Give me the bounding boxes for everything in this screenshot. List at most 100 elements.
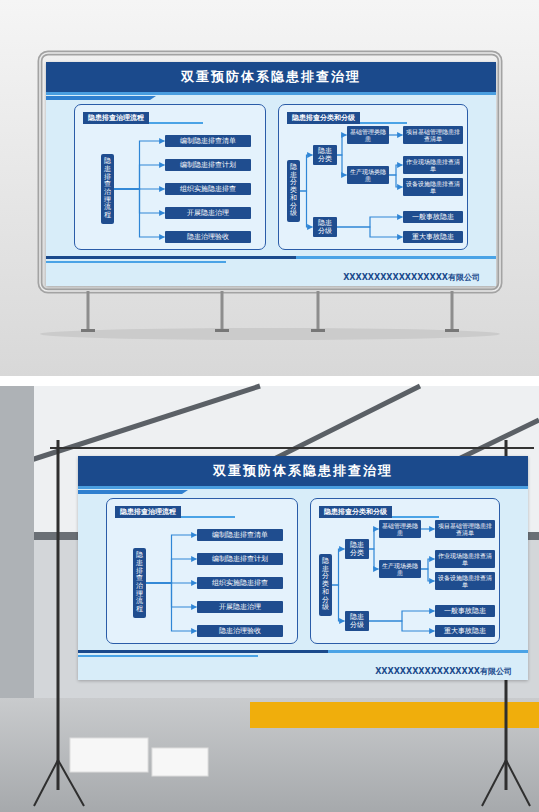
- process-box: 一般事故隐患: [403, 211, 463, 223]
- flow-panel: 隐患排查治理流程隐患排查治理流程编制隐患排查清单编制隐患排查计划组织实施隐患排查…: [106, 498, 298, 644]
- box-label: 隐患治理验收: [187, 233, 229, 241]
- box-label: 隐患分类: [318, 147, 332, 163]
- stand-frame-highlight: [40, 53, 500, 291]
- flow-arrow: [337, 135, 347, 155]
- box-label: 生产现场类隐患: [382, 562, 418, 576]
- process-box: 基础管理类隐患: [347, 126, 389, 144]
- flow-arrow: [389, 134, 403, 135]
- company-name: XXXXXXXXXXXXXXXXX有限公司: [375, 667, 512, 676]
- box-label: 设备设施隐患排查清单: [438, 574, 492, 588]
- flow-arrow: [332, 549, 345, 585]
- floor-shadow: [40, 328, 500, 340]
- box-label: 组织实施隐患排查: [212, 579, 268, 587]
- flow-arrow: [146, 583, 197, 631]
- process-box: 设备设施隐患排查清单: [403, 178, 463, 196]
- company-name: XXXXXXXXXXXXXXXXX有限公司: [343, 273, 480, 282]
- tripod-pole: [57, 440, 60, 790]
- stand-leg: [87, 291, 90, 330]
- flow-arrow: [114, 165, 165, 189]
- title-stripe: [46, 92, 496, 95]
- accent-bar: [78, 490, 188, 494]
- tripod-leg: [482, 760, 506, 806]
- box-label: 隐患分类: [350, 541, 364, 557]
- stand-foot: [445, 329, 459, 332]
- stand-leg: [451, 291, 454, 330]
- process-box: 开展隐患治理: [197, 601, 283, 613]
- flow-arrow: [146, 535, 197, 583]
- panel-heading: 隐患排查分类和分级: [287, 112, 360, 124]
- process-box: 编制隐患排查清单: [165, 135, 251, 147]
- process-box: 项目基础管理隐患排查清单: [435, 520, 495, 538]
- flow-arrow: [369, 549, 379, 569]
- flow-arrow: [300, 191, 313, 227]
- box-label: 项目基础管理隐患排查清单: [406, 128, 460, 142]
- process-box: 编制隐患排查计划: [197, 553, 283, 565]
- box-label: 重大事故隐患: [444, 627, 486, 635]
- box-label: 作业现场隐患排查清单: [406, 158, 460, 172]
- box-label: 一般事故隐患: [444, 607, 486, 615]
- stand-foot: [215, 329, 229, 332]
- flow-arrow: [389, 165, 403, 175]
- stand-leg: [317, 291, 320, 330]
- bottom-stripe: [78, 650, 328, 653]
- box-label: 项目基础管理隐患排查清单: [438, 522, 492, 536]
- process-box: 隐患分级: [345, 611, 369, 632]
- tripod-bar: [50, 447, 534, 449]
- flow-panel: 隐患排查治理流程隐患排查治理流程编制隐患排查清单编制隐患排查计划组织实施隐患排查…: [74, 104, 266, 250]
- box-label: 编制隐患排查计划: [212, 555, 268, 563]
- vertical-label: 隐患排查治理流程: [104, 158, 111, 220]
- tripod-leg: [506, 760, 530, 806]
- bottom-stripe: [46, 261, 226, 263]
- process-box: 生产现场类隐患: [379, 560, 421, 578]
- flow-arrow: [369, 621, 435, 631]
- banner-title: 双重预防体系隐患排查治理: [46, 62, 496, 85]
- vertical-label: 隐患分类和分级: [290, 164, 297, 218]
- box-label: 隐患分级: [350, 613, 364, 629]
- stand-foot: [81, 329, 95, 332]
- ottoman: [70, 738, 148, 772]
- footer-holder: XXXXXXXXXXXXXXXXX有限公司: [375, 659, 512, 678]
- bottom-stripe: [46, 256, 296, 259]
- process-box: 生产现场类隐患: [347, 166, 389, 184]
- process-box: 隐患分类: [313, 145, 337, 166]
- vertical-box: 隐患排查治理流程: [133, 548, 146, 618]
- box-label: 基础管理类隐患: [350, 128, 386, 142]
- title-band: [78, 456, 528, 486]
- tripod-leg: [58, 760, 84, 806]
- flow-arrow: [337, 155, 347, 175]
- process-box: 作业现场隐患排查清单: [403, 156, 463, 174]
- flow-arrow: [369, 529, 379, 549]
- ottoman: [152, 748, 208, 776]
- process-box: 组织实施隐患排查: [197, 577, 283, 589]
- process-box: 重大事故隐患: [435, 625, 495, 637]
- process-box: 一般事故隐患: [435, 605, 495, 617]
- process-box: 编制隐患排查计划: [165, 159, 251, 171]
- process-box: 作业现场隐患排查清单: [435, 550, 495, 568]
- bottom-stripe: [296, 256, 496, 259]
- flow-arrow: [421, 528, 435, 529]
- process-box: 隐患分类: [345, 539, 369, 560]
- flow-arrow: [421, 569, 435, 581]
- vertical-box: 隐患分类和分级: [319, 554, 332, 616]
- vertical-box: 隐患排查治理流程: [101, 154, 114, 224]
- process-box: 组织实施隐患排查: [165, 183, 251, 195]
- flow-arrow: [332, 585, 345, 621]
- box-label: 一般事故隐患: [412, 213, 454, 221]
- box-label: 隐患治理验收: [219, 627, 261, 635]
- vertical-label: 隐患排查治理流程: [136, 552, 143, 614]
- yellow-counter: [250, 702, 539, 728]
- box-label: 隐患分级: [318, 219, 332, 235]
- flow-panel: 隐患排查分类和分级隐患分类和分级 隐患分类隐患分级 基础管理类隐患生产现场类隐患 项目…: [278, 104, 468, 250]
- box-label: 开展隐患治理: [219, 603, 261, 611]
- process-box: 项目基础管理隐患排查清单: [403, 126, 463, 144]
- bottom-stripe: [78, 655, 258, 657]
- box-label: 编制隐患排查清单: [212, 531, 268, 539]
- title-stripe: [78, 486, 528, 489]
- box-label: 编制隐患排查清单: [180, 137, 236, 145]
- box-label: 编制隐患排查计划: [180, 161, 236, 169]
- flow-arrow: [114, 189, 165, 237]
- process-box: 隐患治理验收: [197, 625, 283, 637]
- bottom-stripe: [328, 650, 528, 653]
- process-box: 隐患分级: [313, 217, 337, 238]
- banner-title: 双重预防体系隐患排查治理: [78, 456, 528, 479]
